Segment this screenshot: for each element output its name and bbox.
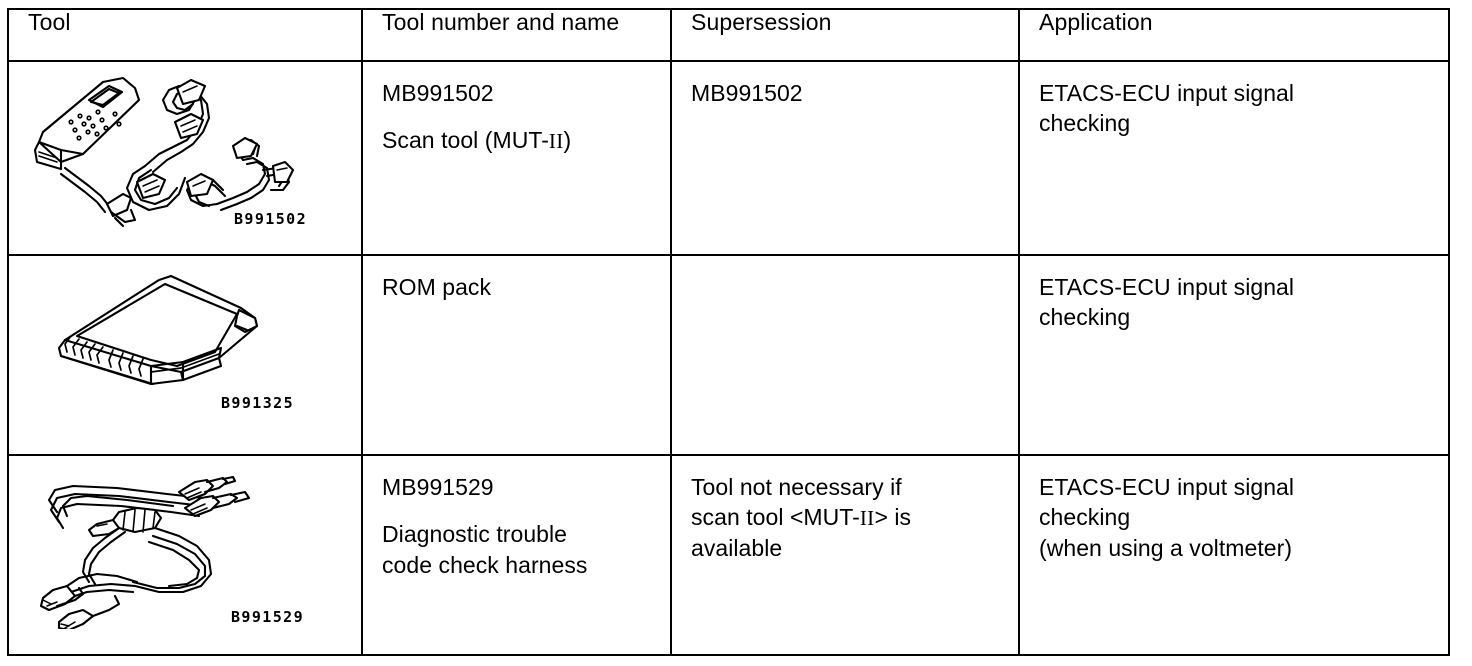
table-row: B991502 MB991502 Scan tool (MUT-II) MB99…	[7, 60, 1450, 256]
tool-illustration-cell-scan-tool: B991502	[7, 60, 363, 256]
application-cell: ETACS-ECU input signal checking	[1018, 253, 1450, 456]
column-header-tool: Tool	[7, 8, 363, 62]
supersession-line-2-roman: II	[859, 506, 875, 531]
special-tools-table: Tool Tool number and name Supersession A…	[7, 8, 1450, 657]
tool-number: ROM pack	[382, 273, 492, 300]
column-header-supersession: Supersession	[670, 8, 1020, 62]
tool-illustration-cell-harness: B991529	[7, 453, 363, 657]
supersession-cell: Tool not necessary if scan tool <MUT-II>…	[670, 453, 1020, 657]
supersession-cell	[670, 253, 1020, 456]
tool-name-roman: II	[548, 129, 564, 154]
supersession-line-2-b: > is	[874, 504, 912, 531]
tool-number: MB991529	[382, 473, 494, 500]
application-line-1: ETACS-ECU input signal	[1039, 473, 1295, 500]
illustration-caption: B991325	[221, 393, 295, 412]
supersession-line-1: Tool not necessary if	[691, 473, 902, 500]
column-header-tool-number-and-name: Tool number and name	[361, 8, 672, 62]
column-header-application-label: Application	[1039, 9, 1153, 35]
column-header-supersession-label: Supersession	[691, 9, 832, 35]
tool-name-line-2: code check harness	[382, 551, 588, 578]
rom-pack-illustration	[57, 274, 259, 386]
supersession-line-2: scan tool <MUT-II> is	[691, 502, 1004, 533]
diagnostic-trouble-code-check-harness-illustration	[39, 475, 251, 629]
illustration-caption: B991529	[231, 607, 305, 626]
application-line-1: ETACS-ECU input signal	[1039, 80, 1295, 106]
column-header-tool-number-and-name-label: Tool number and name	[382, 9, 620, 35]
supersession-line-3: available	[691, 535, 783, 562]
tool-name-suffix: )	[563, 127, 572, 154]
table-header-row: Tool Tool number and name Supersession A…	[7, 8, 1450, 62]
tool-number-and-name-cell: MB991529 Diagnostic trouble code check h…	[361, 453, 672, 657]
table-row: B991529 MB991529 Diagnostic trouble code…	[7, 453, 1450, 657]
tool-number: MB991502	[382, 80, 494, 106]
supersession-cell: MB991502	[670, 60, 1020, 256]
application-line-2: checking	[1039, 504, 1131, 531]
tool-illustration-cell-rom-pack: B991325	[7, 253, 363, 456]
application-line-3: (when using a voltmeter)	[1039, 534, 1293, 561]
tool-number-and-name-cell: MB991502 Scan tool (MUT-II)	[361, 60, 672, 256]
column-header-application: Application	[1018, 8, 1450, 62]
application-cell: ETACS-ECU input signal checking (when us…	[1018, 453, 1450, 657]
application-cell: ETACS-ECU input signal checking	[1018, 60, 1450, 256]
table-row: B991325 ROM pack ETACS-ECU input signal	[7, 253, 1450, 456]
tool-name-text: Scan tool (MUT-	[382, 127, 549, 154]
column-header-tool-label: Tool	[28, 9, 71, 35]
application-line-2: checking	[1039, 304, 1131, 331]
tool-name: Scan tool (MUT-II)	[382, 125, 656, 156]
scan-tool-mut2-illustration	[33, 76, 295, 228]
supersession-text: MB991502	[691, 80, 803, 106]
supersession-line-2-a: scan tool <MUT-	[691, 504, 860, 531]
tool-name-line-1: Diagnostic trouble	[382, 521, 568, 548]
application-line-1: ETACS-ECU input signal	[1039, 273, 1295, 300]
tool-number-and-name-cell: ROM pack	[361, 253, 672, 456]
illustration-caption: B991502	[234, 210, 308, 228]
application-line-2: checking	[1039, 110, 1131, 137]
